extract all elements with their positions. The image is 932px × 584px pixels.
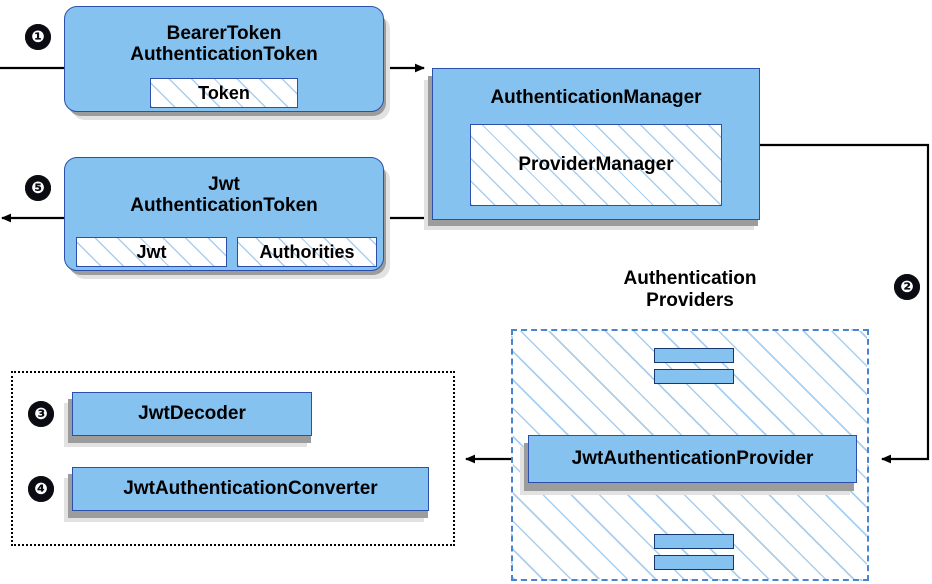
slot-token[interactable]: Token [150,78,298,108]
bearer-token-title-line1: BearerToken [166,22,282,44]
jwt-decoder-label: JwtDecoder [138,403,246,425]
step-badge-4: ❹ [28,476,54,502]
provider-stack-bottom-bar-2 [654,555,734,570]
authentication-providers-caption-line2: Providers [646,289,734,311]
bearer-token-title-line2: AuthenticationToken [130,44,318,65]
jwt-token-title-line2: AuthenticationToken [130,195,318,216]
jwt-authentication-converter-label: JwtAuthenticationConverter [123,478,378,500]
node-jwt-decoder[interactable]: JwtDecoder [72,392,312,436]
jwt-helpers-container [11,371,455,546]
node-jwt-authentication-provider[interactable]: JwtAuthenticationProvider [528,435,857,483]
step-badge-5: ❺ [25,175,51,201]
provider-stack-top-bar-1 [654,348,734,363]
jwt-token-title-line1: Jwt [208,173,240,195]
jwt-authentication-provider-label: JwtAuthenticationProvider [571,448,814,470]
authentication-manager-title: AuthenticationManager [490,87,702,108]
authentication-providers-caption: Authentication Providers [588,268,792,312]
step-badge-1: ❶ [25,24,51,50]
slot-provider-manager[interactable]: ProviderManager [470,124,722,206]
authentication-providers-caption-line1: Authentication [623,268,757,289]
slot-authorities-label: Authorities [259,241,355,262]
provider-stack-top-bar-2 [654,369,734,384]
slot-jwt-label: Jwt [136,241,167,262]
provider-stack-bottom-bar-1 [654,534,734,549]
slot-token-label: Token [198,82,250,103]
node-jwt-authentication-converter[interactable]: JwtAuthenticationConverter [72,467,429,511]
step-badge-2: ❷ [894,274,920,300]
slot-provider-manager-label: ProviderManager [518,154,674,175]
slot-jwt[interactable]: Jwt [76,237,227,267]
slot-authorities[interactable]: Authorities [237,237,377,267]
step-badge-3: ❸ [28,401,54,427]
